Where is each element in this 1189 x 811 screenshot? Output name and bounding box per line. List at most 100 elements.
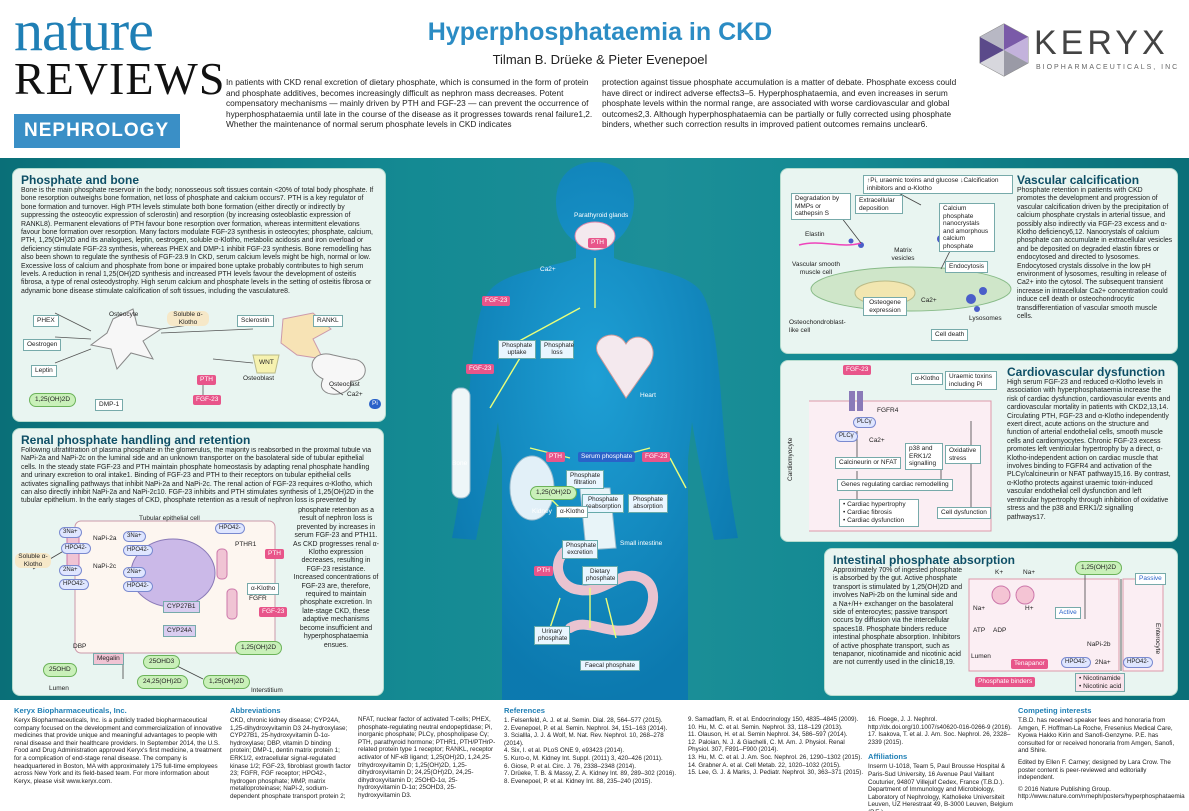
footer-abbrev-1: Abbreviations CKD, chronic kidney diseas… [230,706,352,801]
abbrev-heading: Abbreviations [230,706,281,715]
pth-badge-bone: PTH [197,375,216,385]
vitd-oval-bone: 1,25(OH)2D [29,393,77,407]
reference-item: 1. Felsenfeld, A. J. et al. Semin. Dial.… [504,717,663,724]
osteoblast-label: Osteoblast [243,375,275,382]
cardio-panel-text: High serum FGF-23 and reduced α-Klotho l… [1007,379,1171,521]
reference-item: 16. Floege, J. J. Nephrol. http://dx.doi… [868,716,1012,731]
hpo4-ion-a: HPO42- [61,543,91,554]
cardio-panel: Cardiovascular dysfunction High serum FG… [780,360,1178,542]
osteogene-box: Osteogene expression [863,297,907,316]
affil-heading: Affiliations [868,752,908,762]
enterocyte-label: Enterocyte [1154,623,1161,655]
cyp27b1-box: CYP27B1 [163,601,200,613]
na-ion-label-b: Na+ [973,605,986,612]
bone-label: Bone [452,460,468,467]
cyp24a-box: CYP24A [163,625,196,637]
passive-box: Passive [1135,573,1166,585]
footer-compete: Competing interests T.B.D. has received … [1018,706,1185,801]
keryx-logo-icon [979,23,1029,77]
adp-label: ADP [993,627,1007,634]
pth-badge-renal: PTH [265,549,284,559]
hpo4-ion-intestine-b: HPO42- [1123,657,1153,668]
vascular-top-box: ↑Pi, uraemic toxins and glucose ↓Calcifi… [863,175,1013,194]
phosphate-absorption-label: Phosphate absorption [628,494,668,513]
dbp-label: DBP [73,643,87,650]
footer-refs-2: 9. Samadfam, R. et al. Endocrinology 150… [688,716,864,777]
reference-item: 17. Isakova, T. et al. J. Am. Soc. Nephr… [868,731,1011,746]
heart-label: Heart [640,392,656,399]
hpo4-ion-c: HPO42- [59,579,89,590]
oestrogen-box: Oestrogen [23,339,62,351]
cardiac-dysfunction-item: • Cardiac dysfunction [843,517,905,524]
pth-badge-mid: PTH [546,452,565,462]
endocytosis-box: Endocytosis [945,261,989,273]
vascular-panel: Vascular calcification Phosphate retenti… [780,168,1178,354]
hpo4-ion-d: HPO42- [123,581,153,592]
intestine-panel: Intestinal phosphate absorption Approxim… [824,548,1178,696]
abbrev-text-2: NFAT, nuclear factor of activated T-cell… [358,716,496,799]
calcineurin-box: Calcineurin or NFAT [835,457,902,469]
ohd25b-oval: 25OHD3 [143,655,181,669]
intestine-panel-title: Intestinal phosphate absorption [833,553,1016,567]
vascular-panel-text: Phosphate retention in patients with CKD… [1017,187,1173,321]
vitd-oval-renal: 1,25(OH)2D [235,641,283,655]
phosphate-excretion-label: Phosphate excretion [562,540,598,559]
intro-text-left: In patients with CKD renal excretion of … [226,77,593,130]
intestine-panel-text: Approximately 70% of ingested phosphate … [833,567,963,667]
nicotinic-acid-item: • Nicotinic acid [1079,682,1122,690]
urinary-phosphate-label: Urinary phosphate [534,626,570,645]
rankl-box: RANKL [313,315,343,327]
phosphate-binders-badge: Phosphate binders [975,677,1036,687]
active-box: Active [1055,607,1081,619]
abbrev-text-1: CKD, chronic kidney disease; CYP24A, 1,2… [230,717,352,800]
osteochondroblast-label: Osteochondroblast-like cell [789,319,846,334]
ohd2425-oval: 24,25(OH)2D [137,675,188,689]
refs-heading: References [504,706,545,715]
compete-text: T.B.D. has received speaker fees and hon… [1018,717,1175,755]
pi-badge-bone: Pi [369,399,381,409]
reference-item: 4. Six, I. et al. PLoS ONE 9, e93423 (20… [504,747,625,755]
small-intestine-label: Small intestine [620,540,663,547]
fgf23-badge-renal: FGF-23 [259,607,288,617]
na-ion-label: Na+ [1023,569,1036,576]
compete-heading: Competing interests [1018,706,1092,715]
nicotinamide-item: • Nicotinamide [1079,675,1121,682]
cardiomyocyte-label: Cardiomyocyte [787,437,794,481]
affil-text: Inserm U-1018, Team 5, Paul Brousse Hosp… [868,763,1013,811]
na2-ion-b: 2Na+ [123,567,146,578]
plc-oval-b: PLCγ [835,431,858,442]
uraemic-toxins-box: Uraemic toxins including Pi [945,371,997,390]
napi2c-label: NaPi-2c [93,563,117,570]
cardio-aklotho-box: α-Klotho [911,373,944,385]
na3-ion-b: 3Na+ [123,531,146,542]
atp-label: ATP [973,627,986,634]
fgf23-badge-body-c: FGF-23 [642,452,671,462]
reference-item: 2. Evenepoel, P. et al. Semin. Nephrol. … [504,724,668,732]
bone-panel-text: Bone is the main phosphate reservoir in … [21,187,374,295]
cell-death-box: Cell death [931,329,969,341]
aklotho-label-body: α-Klotho [556,506,589,518]
renal-panel-title: Renal phosphate handling and retention [21,433,251,447]
vitd-oval-renal-b: 1,25(OH)2D [203,675,251,689]
cardiac-fibrosis-item: • Cardiac fibrosis [843,509,892,516]
renal-panel: Renal phosphate handling and retention F… [12,428,384,696]
phosphate-filtration-label: Phosphate filtration [566,470,604,489]
copyright-text: © 2016 Nature Publishing Group. http://w… [1018,785,1185,801]
reference-item: 12. Paloian, N. J. & Giachelli, C. M. Am… [688,738,845,754]
matrix-vesicles-label: Matrix vesicles [891,247,915,262]
ca-label-body: Ca2+ [540,266,556,273]
footer-keryx: Keryx Biopharmaceuticals, Inc. Keryx Bio… [14,706,222,785]
edit-text: Edited by Ellen F. Carney; designed by L… [1018,758,1171,782]
reference-item: 14. Grabner A. et al. Cell Metab. 22, 10… [688,761,841,769]
fgf23-badge-body-b: FGF-23 [466,364,495,374]
renal-panel-text: Following ultrafiltration of plasma phos… [21,447,374,505]
reference-item: 7. Drüeke, T. B. & Massy, Z. A. Kidney I… [504,770,677,778]
keryx-heading: Keryx Biopharmaceuticals, Inc. [14,706,127,715]
parathyroid-label: Parathyroid glands [574,212,629,219]
na3-ion: 3Na+ [59,527,82,538]
reviews-logo: REVIEWS [14,53,226,104]
cardiac-hypertrophy-item: • Cardiac hypertrophy [843,501,906,508]
hpo4-ion-b: HPO42- [123,545,153,556]
renal-panel-side-text: phosphate retention as a result of nephr… [293,507,379,649]
footer [0,700,1189,811]
